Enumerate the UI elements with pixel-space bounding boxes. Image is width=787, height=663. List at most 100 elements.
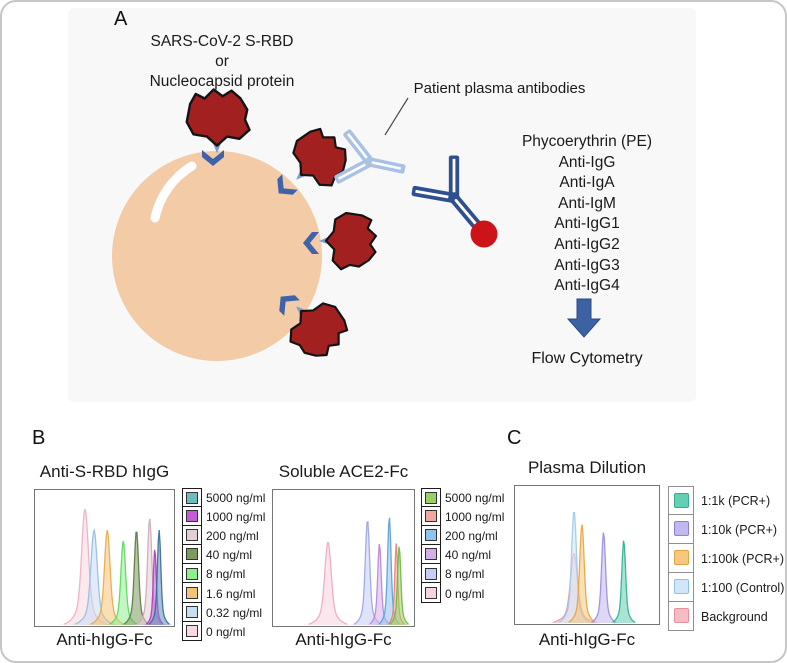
detection-antibody-list: Phycoerythrin (PE) Anti-IgG Anti-IgA Ant… — [495, 132, 679, 297]
histogram-curve-1-10k-pcr- — [592, 533, 616, 623]
panel-b-letter: B — [32, 427, 46, 449]
antigen-blob-right — [316, 210, 379, 272]
legend-label: 200 ng/ml — [445, 528, 498, 543]
panel-c-letter: C — [507, 427, 522, 449]
histogram-curve-5000-ng-ml — [149, 530, 169, 624]
legend-label: 40 ng/ml — [206, 548, 253, 563]
assay-schematic — [112, 88, 602, 369]
legend-swatch-box — [668, 600, 694, 631]
legend-swatch-box — [182, 563, 202, 584]
pe-dye-icon — [470, 220, 498, 248]
legend-label: 5000 ng/ml — [445, 490, 505, 505]
legend-swatch-box — [182, 544, 202, 565]
legend-item: 5000 ng/ml — [182, 488, 266, 508]
plasma-antibodies-label: Patient plasma antibodies — [413, 80, 586, 97]
legend-swatch-box — [421, 582, 441, 604]
detection-item: Anti-IgG2 — [554, 235, 620, 253]
chart3-histogram — [515, 486, 659, 624]
antigen-label: SARS-CoV-2 S-RBD or Nucleocapsid protein — [130, 32, 314, 92]
legend-swatch-box — [182, 582, 202, 604]
chart2-xlabel: Anti-hIgG-Fc — [295, 630, 392, 649]
detection-item: Anti-IgM — [558, 194, 616, 212]
chart1-title: Anti-S-RBD hIgG — [39, 462, 170, 481]
legend-item: 40 ng/ml — [182, 544, 265, 565]
legend-swatch — [186, 548, 198, 561]
legend-swatch-box — [182, 524, 202, 546]
legend-item: 1:10k (PCR+) — [668, 513, 784, 544]
legend-label: 1:100 (Control) — [701, 580, 785, 595]
detection-item: Anti-IgA — [559, 174, 615, 192]
legend-swatch — [186, 529, 198, 542]
legend-swatch-box — [182, 505, 202, 527]
legend-swatch — [673, 550, 689, 566]
legend-item: 40 ng/ml — [421, 544, 504, 565]
legend-item: 5000 ng/ml — [421, 488, 505, 508]
legend-swatch — [673, 608, 689, 624]
legend-swatch — [425, 509, 437, 522]
chart2-legend: 5000 ng/ml 1000 ng/ml 200 ng/ml 40 ng/ml… — [421, 488, 505, 604]
legend-item: 1:1k (PCR+) — [668, 486, 784, 515]
legend-item: 1000 ng/ml — [182, 505, 265, 527]
antigen-label-line2: or — [215, 53, 229, 70]
detection-item: Anti-IgG1 — [554, 215, 620, 233]
histogram-fill-1-1k-pcr- — [515, 540, 659, 624]
legend-swatch — [673, 521, 689, 537]
antigen-label-line3: Nucleocapsid protein — [149, 73, 295, 90]
histogram-fill-1-6-ng-ml — [35, 530, 174, 626]
histogram-curve-1-100k-pcr- — [569, 525, 596, 623]
secondary-antibody-icon — [406, 150, 504, 249]
legend-item: 1:100 (Control) — [668, 571, 785, 602]
legend-label: 0.32 ng/ml — [206, 605, 263, 620]
detection-item: Anti-IgG4 — [554, 277, 620, 295]
legend-swatch — [425, 586, 437, 599]
chart1-histogram — [35, 490, 174, 626]
legend-swatch — [186, 605, 198, 618]
bead — [112, 151, 322, 361]
histogram-fill-40-ng-ml — [35, 532, 174, 626]
legend-label: 1:100k (PCR+) — [701, 551, 785, 566]
legend-item: 0 ng/ml — [182, 620, 265, 642]
flow-cytometry-label: Flow Cytometry — [531, 350, 643, 367]
legend-label: 1:1k (PCR+) — [701, 493, 771, 508]
legend-label: 5000 ng/ml — [206, 490, 266, 505]
legend-swatch — [186, 586, 198, 599]
legend-label: 0 ng/ml — [206, 624, 246, 639]
legend-swatch — [186, 509, 198, 522]
chart3-legend: 1:1k (PCR+) 1:10k (PCR+) 1:100k (PCR+) 1… — [668, 486, 784, 631]
legend-swatch — [673, 579, 689, 595]
legend-swatch-box — [668, 486, 694, 515]
chart3-xlabel: Anti-hIgG-Fc — [538, 630, 636, 649]
antigen-label-line1: SARS-CoV-2 S-RBD — [150, 33, 294, 50]
chart2-histogram — [273, 490, 414, 626]
down-arrow-icon — [566, 298, 602, 338]
legend-label: 40 ng/ml — [445, 548, 492, 563]
chart3-plot — [514, 485, 660, 625]
chart1-xlabel: Anti-hIgG-Fc — [56, 630, 153, 649]
legend-item: 8 ng/ml — [182, 563, 265, 584]
bead-highlight — [150, 161, 197, 223]
chart2-plot — [272, 489, 415, 627]
legend-swatch-box — [182, 488, 202, 508]
chart1-plot — [34, 489, 175, 627]
detection-item: Phycoerythrin (PE) — [521, 133, 653, 150]
legend-swatch-box — [421, 563, 441, 584]
legend-item: 1:100k (PCR+) — [668, 542, 785, 573]
legend-swatch-box — [182, 620, 202, 642]
legend-swatch-box — [421, 505, 441, 527]
legend-swatch-box — [668, 542, 694, 573]
legend-swatch-box — [668, 513, 694, 544]
chart1-legend: 5000 ng/ml 1000 ng/ml 200 ng/ml 40 ng/ml… — [182, 488, 265, 642]
antigen-blob-top — [185, 88, 251, 155]
legend-swatch — [425, 529, 437, 542]
legend-item: 200 ng/ml — [182, 524, 265, 546]
legend-swatch — [186, 625, 198, 638]
legend-label: 1:10k (PCR+) — [701, 522, 778, 537]
legend-label: 1.6 ng/ml — [206, 586, 256, 601]
histogram-fill-5000-ng-ml — [35, 530, 174, 626]
legend-swatch — [425, 491, 437, 504]
legend-label: Background — [701, 609, 768, 624]
chart2-title: Soluble ACE2-Fc — [278, 462, 409, 481]
legend-item: 200 ng/ml — [421, 524, 504, 546]
legend-label: 1000 ng/ml — [445, 509, 505, 524]
